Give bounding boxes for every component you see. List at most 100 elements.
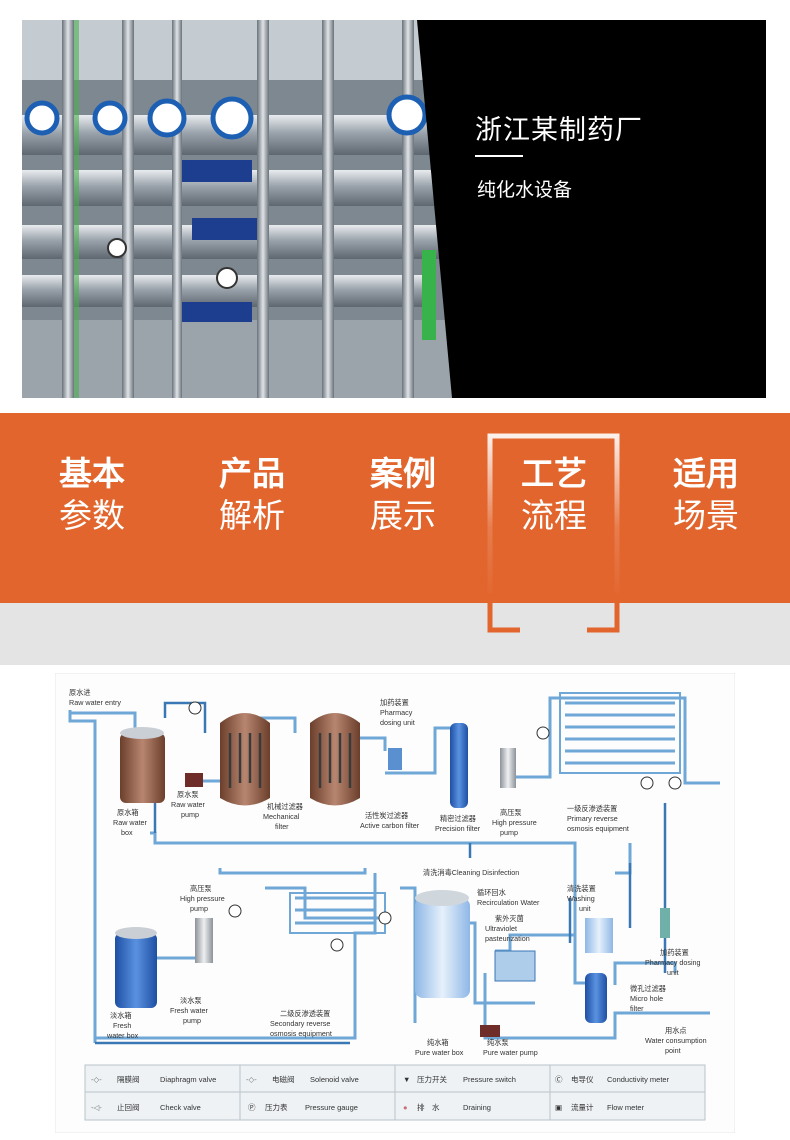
diaphragm-valve-icon: -◇-	[91, 1075, 102, 1084]
label-raw-water-pump: 原水泵	[177, 790, 199, 799]
label-washing-unit: 清洗装置	[567, 884, 596, 893]
nav-item-line2: 流程	[521, 496, 587, 535]
label-pharmacy-dosing-1-en: Pharmacy	[380, 708, 413, 717]
legend-label-en: Pressure gauge	[305, 1103, 358, 1112]
legend-label-en: Conductivity meter	[607, 1075, 670, 1084]
legend-label-en: Check valve	[160, 1103, 201, 1112]
conductivity-meter-icon: Ⓒ	[555, 1075, 563, 1084]
active-carbon-filter	[310, 713, 360, 806]
conductivity-meter-icon	[378, 911, 392, 925]
raw-water-box	[120, 733, 165, 803]
nav-item-line1: 适用	[673, 454, 739, 493]
pressure-gauge-icon	[188, 701, 202, 715]
label-raw-water-box: 原水箱	[117, 808, 139, 817]
label-precision-filter-en: Precision filter	[435, 824, 481, 833]
label-pure-water-pump-en: Pure water pump	[483, 1048, 538, 1057]
nav-item-line2: 参数	[59, 496, 125, 535]
legend-label: 隔膜阀	[117, 1074, 140, 1084]
label-raw-water-pump-en: Raw water	[171, 800, 206, 809]
label-primary-ro: 一级反渗透装置	[567, 804, 617, 813]
label-primary-ro-en2: osmosis equipment	[567, 824, 629, 833]
high-pressure-pump-1	[500, 748, 516, 788]
nav-underband	[0, 603, 790, 665]
legend-label: 压力开关	[417, 1074, 447, 1084]
label-micro-hole-filter-en2: filter	[630, 1004, 644, 1013]
label-primary-ro-en: Primary reverse	[567, 814, 618, 823]
label-micro-hole-filter: 微孔过滤器	[630, 984, 666, 993]
legend-label-en: Diaphragm valve	[160, 1075, 216, 1084]
check-valve-icon: -◁-	[91, 1103, 102, 1112]
label-washing-unit-en2: unit	[579, 904, 591, 913]
label-pure-water-pump: 纯水泵	[487, 1038, 509, 1047]
label-active-carbon-en: Active carbon filter	[360, 821, 420, 830]
primary-ro-equipment	[559, 692, 681, 774]
legend-label: 流量计	[571, 1102, 594, 1112]
flow-meter-icon: ▣	[555, 1103, 562, 1112]
nav-selected-bracket	[487, 433, 620, 633]
label-fresh-water-box: 淡水箱	[110, 1011, 132, 1020]
nav-item-line2: 解析	[219, 496, 285, 535]
label-micro-hole-filter-en: Micro hole	[630, 994, 663, 1003]
label-uv-en2: pasteurization	[485, 934, 530, 943]
mechanical-filter	[220, 713, 270, 806]
label-fresh-water-box-en2: water box	[106, 1031, 139, 1040]
label-mechanical-filter: 机械过滤器	[267, 802, 303, 811]
label-raw-water-entry: 原水进	[69, 688, 91, 697]
label-water-consumption-en2: point	[665, 1046, 681, 1055]
label-hp-pump-2-en: High pressure	[180, 894, 225, 903]
legend-label-en: Draining	[463, 1103, 491, 1112]
label-fresh-water-pump: 淡水泵	[180, 996, 202, 1005]
nav-item-application[interactable]: 适用 场景	[646, 453, 766, 537]
label-pharmacy-dosing-1-en2: dosing unit	[380, 718, 415, 727]
nav-item-line2: 展示	[370, 496, 436, 535]
pressure-switch-icon: ▼	[403, 1075, 410, 1084]
drain-icon: ●	[403, 1103, 408, 1112]
washing-unit	[585, 918, 613, 953]
label-hp-pump-2: 高压泵	[190, 884, 212, 893]
legend-label-en: Flow meter	[607, 1103, 645, 1112]
nav-item-basic-params[interactable]: 基本 参数	[32, 453, 152, 537]
raw-water-pump	[185, 773, 203, 787]
label-mechanical-filter-en: Mechanical	[263, 812, 300, 821]
label-precision-filter: 精密过滤器	[440, 814, 476, 823]
pharmacy-dosing-unit-1	[388, 748, 402, 770]
label-uv: 紫外灭菌	[495, 914, 524, 923]
nav-item-process-flow[interactable]: 工艺 流程	[494, 453, 614, 537]
nav-item-line2: 场景	[673, 496, 739, 535]
legend-label: 排 水	[417, 1102, 440, 1112]
label-hp-pump-1-en: High pressure	[492, 818, 537, 827]
legend-label: 止回阀	[117, 1102, 140, 1112]
legend-label: 电导仪	[571, 1074, 594, 1084]
uv-pasteurizer	[494, 950, 536, 982]
label-pharmacy-dosing-2: 加药装置	[660, 948, 689, 957]
nav-item-line1: 工艺	[521, 454, 587, 493]
fresh-water-box	[115, 933, 157, 1008]
label-pure-water-box: 纯水箱	[427, 1038, 449, 1047]
diagram-legend: -◇- 隔膜阀 Diaphragm valve -◇- 电磁阀 Solenoid…	[84, 1064, 706, 1121]
nav-item-line1: 基本	[59, 454, 125, 493]
hero-title: 浙江某制药厂	[475, 115, 643, 146]
pressure-gauge-icon	[536, 726, 550, 740]
pure-water-pump	[480, 1025, 500, 1037]
nav-item-line1: 案例	[370, 454, 436, 493]
section-nav	[0, 413, 790, 603]
label-pharmacy-dosing-2-en2: unit	[667, 968, 679, 977]
label-pharmacy-dosing-1: 加药装置	[380, 698, 409, 707]
label-hp-pump-2-en2: pump	[190, 904, 208, 913]
label-fresh-water-box-en: Fresh	[113, 1021, 131, 1030]
label-pharmacy-dosing-2-en: Pharmacy dosing	[645, 958, 701, 967]
pressure-gauge-icon	[228, 904, 242, 918]
nav-item-product-analysis[interactable]: 产品 解析	[192, 453, 312, 537]
pure-water-box	[415, 898, 470, 998]
label-hp-pump-1-en2: pump	[500, 828, 518, 837]
label-mechanical-filter-en2: filter	[275, 822, 289, 831]
nav-item-line1: 产品	[219, 454, 285, 493]
conductivity-meter-icon	[668, 776, 682, 790]
nav-item-case-display[interactable]: 案例 展示	[343, 453, 463, 537]
label-secondary-ro: 二级反渗透装置	[280, 1009, 330, 1018]
legend-label-en: Solenoid valve	[310, 1075, 359, 1084]
hero-subtitle: 纯化水设备	[477, 179, 573, 201]
label-raw-water-pump-en2: pump	[181, 810, 199, 819]
high-pressure-pump-2	[195, 918, 213, 963]
label-hp-pump-1: 高压泵	[500, 808, 522, 817]
